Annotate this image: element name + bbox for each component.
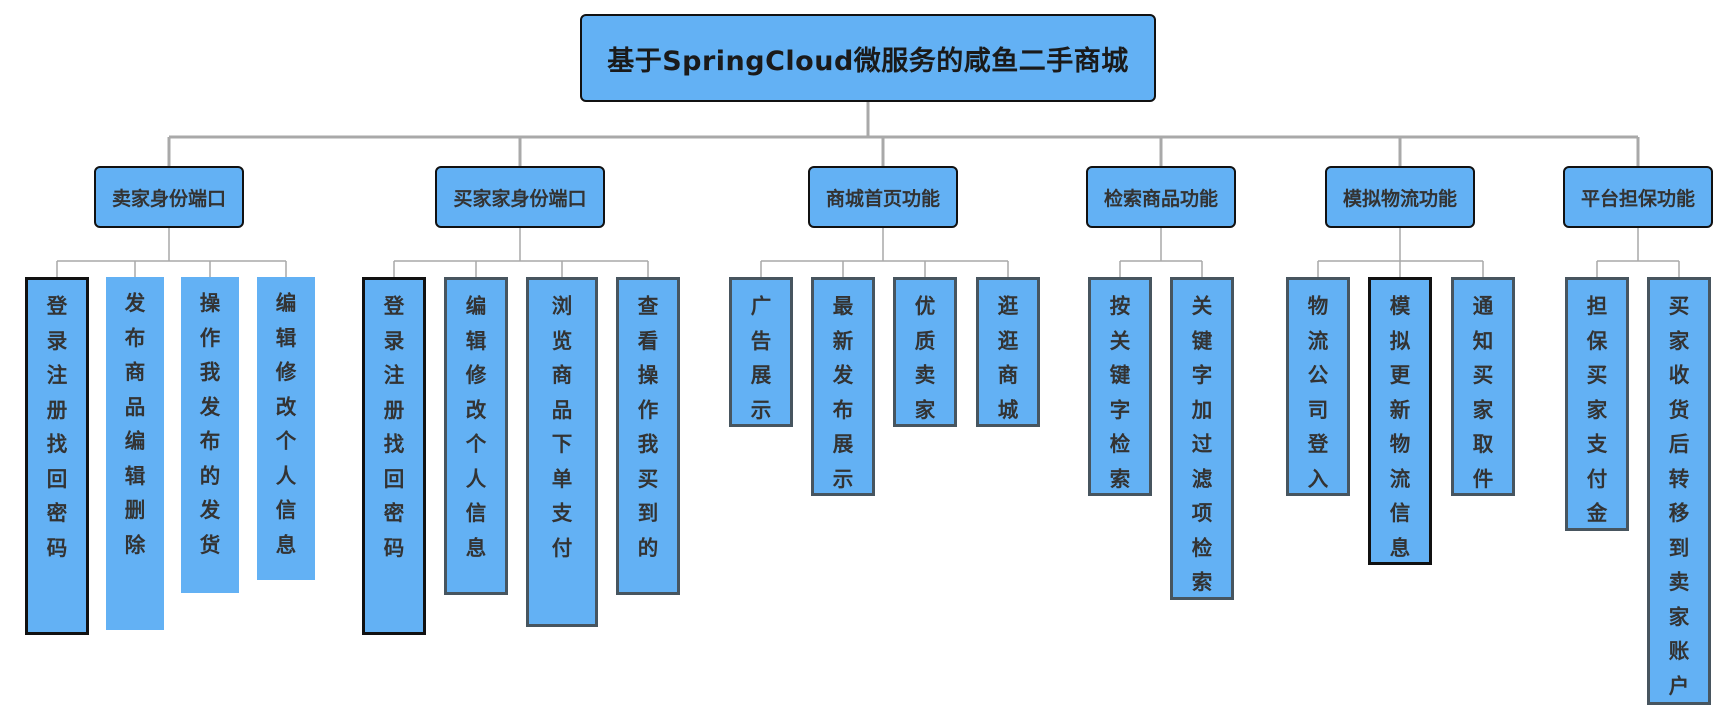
leaf-label: 优质卖家 (914, 294, 936, 422)
leaf-node: 编辑修改个人信息 (257, 277, 315, 580)
leaf-label: 登录 注册 找回密码 (383, 294, 405, 560)
leaf-node: 登录 注册 找回密码 (25, 277, 89, 635)
leaf-node: 担保买家支付金 (1565, 277, 1629, 531)
leaf-label: 编辑修改个人信息 (275, 291, 297, 557)
leaf-node: 按关键字检索 (1088, 277, 1152, 496)
leaf-node: 操作我发布的 发货 (181, 277, 239, 593)
root-node-title: 基于SpringCloud微服务的咸鱼二手商城 (580, 14, 1156, 102)
leaf-node: 编辑修改个人信息 (444, 277, 508, 595)
branch-node: 模拟物流功能 (1325, 166, 1475, 228)
leaf-label: 关键字加过滤项检索 (1191, 294, 1213, 594)
leaf-label: 按关键字检索 (1109, 294, 1131, 491)
leaf-label: 最新发布展示 (832, 294, 854, 491)
leaf-label: 发布商品 编辑 删除 (124, 291, 146, 557)
leaf-node: 物流公司登入 (1286, 277, 1350, 496)
branch-node: 商城首页功能 (808, 166, 958, 228)
leaf-label: 通知买家取件 (1472, 294, 1494, 491)
leaf-node: 通知买家取件 (1451, 277, 1515, 496)
leaf-node: 发布商品 编辑 删除 (106, 277, 164, 630)
leaf-node: 买家收货后转移到卖家账户 (1647, 277, 1711, 705)
leaf-label: 浏览商品 下单支付 (551, 294, 573, 560)
leaf-label: 登录 注册 找回密码 (46, 294, 68, 560)
leaf-node: 登录 注册 找回密码 (362, 277, 426, 635)
branch-node: 买家家身份端口 (435, 166, 605, 228)
leaf-label: 逛逛商城 (997, 294, 1019, 422)
leaf-node: 最新发布展示 (811, 277, 875, 496)
leaf-node: 广告展示 (729, 277, 793, 427)
branch-node: 卖家身份端口 (94, 166, 244, 228)
leaf-node: 模拟更新物流信息 (1368, 277, 1432, 565)
leaf-node: 关键字加过滤项检索 (1170, 277, 1234, 600)
leaf-label: 担保买家支付金 (1586, 294, 1608, 525)
leaf-label: 模拟更新物流信息 (1389, 294, 1411, 560)
leaf-label: 编辑修改个人信息 (465, 294, 487, 560)
leaf-node: 查看操作我买到的 (616, 277, 680, 595)
leaf-label: 买家收货后转移到卖家账户 (1668, 294, 1690, 698)
branch-node: 检索商品功能 (1086, 166, 1236, 228)
leaf-label: 查看操作我买到的 (637, 294, 659, 560)
branch-node: 平台担保功能 (1563, 166, 1713, 228)
leaf-label: 广告展示 (750, 294, 772, 422)
leaf-label: 物流公司登入 (1307, 294, 1329, 491)
leaf-label: 操作我发布的 发货 (199, 291, 221, 557)
leaf-node: 逛逛商城 (976, 277, 1040, 427)
leaf-node: 优质卖家 (893, 277, 957, 427)
leaf-node: 浏览商品 下单支付 (526, 277, 598, 627)
